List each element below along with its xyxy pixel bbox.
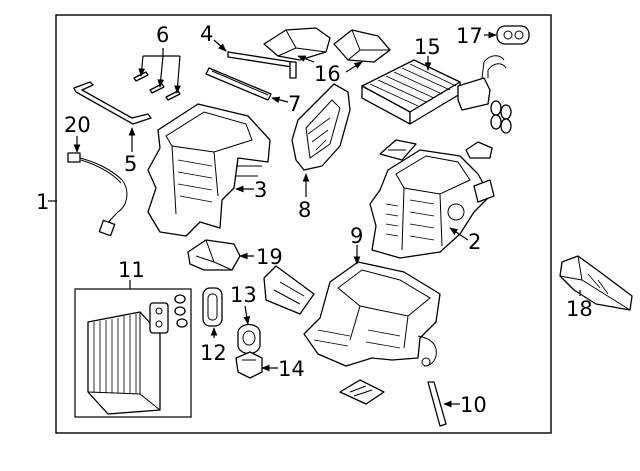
callout-11: 11 xyxy=(118,258,145,282)
part-2-housing xyxy=(369,149,495,259)
callout-1: 1 xyxy=(36,190,49,214)
callout-15: 15 xyxy=(414,35,441,59)
callout-6: 6 xyxy=(156,23,169,47)
callout-7: 7 xyxy=(288,92,301,116)
callout-12: 12 xyxy=(200,341,227,365)
callout-20: 20 xyxy=(64,113,91,137)
part-plate xyxy=(263,265,315,315)
callout-14: 14 xyxy=(278,357,305,381)
part-10-strip xyxy=(427,381,447,427)
callout-3: 3 xyxy=(254,178,267,202)
callout-13: 13 xyxy=(230,283,257,307)
part-brackets xyxy=(379,139,493,161)
part-7-strip xyxy=(205,67,272,101)
part-11-evaporator xyxy=(87,294,188,415)
part-16-duct xyxy=(263,27,391,63)
callout-10: 10 xyxy=(460,393,487,417)
part-13-ring xyxy=(237,323,261,355)
part-17-plate xyxy=(496,25,530,45)
part-plugs xyxy=(490,100,512,134)
callout-9: 9 xyxy=(350,224,363,248)
part-19-duct xyxy=(187,239,241,271)
callout-17: 17 xyxy=(456,24,483,48)
part-15-heater-core xyxy=(361,55,507,125)
part-3-housing xyxy=(147,103,271,237)
part-5-rod xyxy=(73,81,152,125)
part-pad xyxy=(339,379,385,405)
diagram-frame xyxy=(55,14,552,434)
callout-4: 4 xyxy=(200,22,213,46)
part-4-rod xyxy=(227,51,297,79)
callout-2: 2 xyxy=(468,230,481,254)
part-14-clip xyxy=(235,351,263,379)
evaporator-frame xyxy=(74,288,192,418)
part-18-duct xyxy=(559,255,633,311)
leader-lines xyxy=(48,31,581,408)
part-20-sensor xyxy=(67,152,128,237)
callout-18: 18 xyxy=(566,297,593,321)
part-9-case xyxy=(303,261,441,367)
callout-16: 16 xyxy=(314,62,341,86)
callout-5: 5 xyxy=(124,152,137,176)
part-6-clips xyxy=(133,71,181,101)
callout-labels: 1 2 3 4 5 6 7 8 9 10 11 12 13 14 15 16 1… xyxy=(36,22,593,417)
part-8-housing xyxy=(291,83,351,171)
callout-8: 8 xyxy=(298,198,311,222)
callout-19: 19 xyxy=(256,245,283,269)
part-12-filter xyxy=(202,287,223,327)
